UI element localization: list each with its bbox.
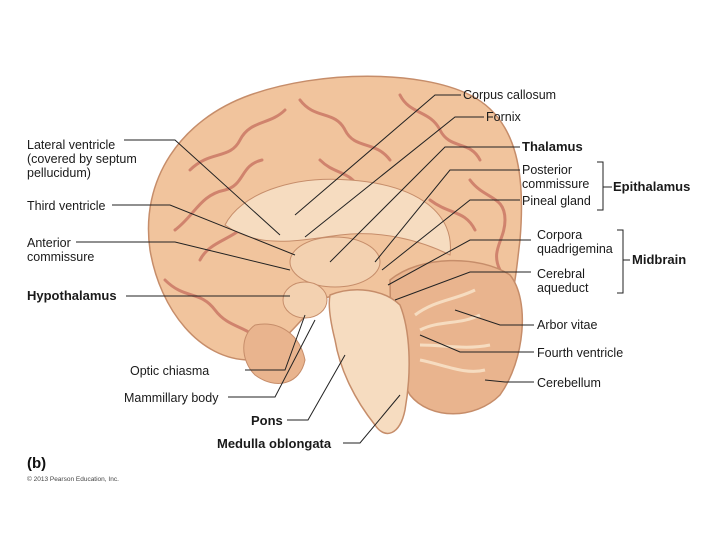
label-fornix: Fornix bbox=[486, 110, 521, 124]
leader-lines bbox=[76, 94, 534, 444]
label-optic-chiasma: Optic chiasma bbox=[130, 364, 210, 378]
label-lateral-ventricle: Lateral ventricle (covered by septum pel… bbox=[27, 138, 137, 180]
label-fourth-ventricle: Fourth ventricle bbox=[537, 346, 624, 360]
cerebellum bbox=[389, 259, 524, 415]
arbor-vitae bbox=[414, 288, 491, 373]
hypothalamus-region bbox=[282, 281, 328, 319]
label-corpora-quadrigemina: Corpora quadrigemina bbox=[537, 228, 613, 256]
thalamus-region bbox=[289, 236, 381, 288]
label-pineal-gland: Pineal gland bbox=[522, 194, 591, 208]
label-pons: Pons bbox=[251, 413, 283, 428]
label-corpus-callosum: Corpus callosum bbox=[463, 88, 557, 102]
label-anterior-commissure: Anterior commissure bbox=[27, 236, 95, 264]
label-thalamus: Thalamus bbox=[522, 139, 583, 154]
label-hypothalamus: Hypothalamus bbox=[27, 288, 117, 303]
label-medulla-oblongata: Medulla oblongata bbox=[217, 436, 332, 451]
label-cerebral-aqueduct: Cerebral aqueduct bbox=[537, 267, 589, 295]
label-posterior-commissure: Posterior commissure bbox=[522, 163, 590, 191]
temporal-lobe bbox=[243, 323, 306, 384]
label-third-ventricle: Third ventricle bbox=[27, 199, 106, 213]
label-cerebellum: Cerebellum bbox=[537, 376, 601, 390]
brainstem bbox=[328, 289, 410, 435]
label-midbrain: Midbrain bbox=[632, 252, 687, 267]
label-arbor-vitae: Arbor vitae bbox=[537, 318, 598, 332]
region-brackets bbox=[597, 161, 630, 294]
figure-letter: (b) bbox=[27, 455, 47, 472]
copyright-notice: © 2013 Pearson Education, Inc. bbox=[27, 476, 119, 483]
label-mammillary-body: Mammillary body bbox=[124, 391, 219, 405]
label-epithalamus: Epithalamus bbox=[613, 179, 691, 194]
